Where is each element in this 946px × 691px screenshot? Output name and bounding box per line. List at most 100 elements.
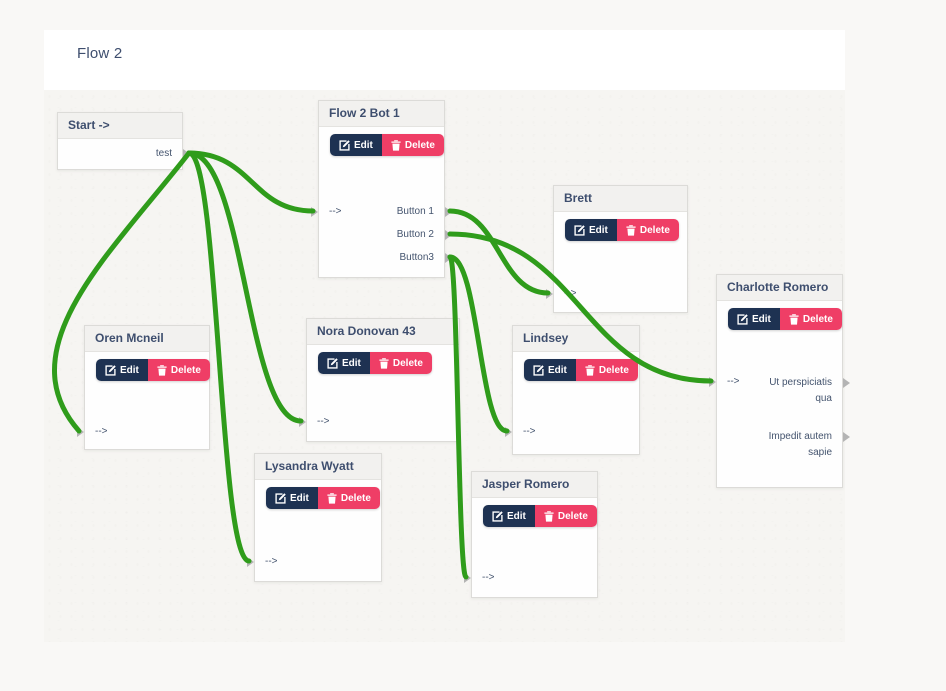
- edit-button-label: Edit: [752, 313, 771, 325]
- input-port-label: -->: [482, 572, 495, 583]
- node-title: Jasper Romero: [472, 472, 597, 498]
- delete-button-label: Delete: [392, 357, 423, 369]
- input-port-label: -->: [727, 376, 740, 387]
- connection-edge-bot1:out1-charlotte:in[interactable]: [447, 231, 714, 384]
- edit-button[interactable]: Edit: [565, 219, 617, 241]
- input-port-label: -->: [265, 556, 278, 567]
- flow-editor-header: Flow 2: [44, 30, 845, 91]
- edit-button-label: Edit: [290, 492, 309, 504]
- delete-button-label: Delete: [802, 313, 833, 325]
- trash-icon: [157, 364, 167, 376]
- edit-button[interactable]: Edit: [728, 308, 780, 330]
- node-title: Nora Donovan 43: [307, 319, 459, 345]
- output-port-arrow[interactable]: [843, 432, 850, 442]
- edit-button[interactable]: Edit: [483, 505, 535, 527]
- trash-icon: [379, 357, 389, 369]
- node-actions: Edit Delete: [524, 359, 638, 381]
- edit-button[interactable]: Edit: [330, 134, 382, 156]
- connection-edge-start:test-lysandra:in[interactable]: [186, 150, 252, 564]
- connection-edge-bot1:out2-jasper:in[interactable]: [447, 254, 469, 580]
- node-title: Flow 2 Bot 1: [319, 101, 444, 127]
- node-actions: Edit Delete: [728, 308, 842, 330]
- node-actions: Edit Delete: [266, 487, 380, 509]
- edit-button-label: Edit: [120, 364, 139, 376]
- node-actions: Edit Delete: [565, 219, 679, 241]
- delete-button[interactable]: Delete: [616, 219, 679, 241]
- edit-button-label: Edit: [354, 139, 373, 151]
- edit-button-label: Edit: [589, 224, 608, 236]
- connection-edge-bot1:out2-lindsey:in[interactable]: [447, 254, 510, 434]
- trash-icon: [626, 224, 636, 236]
- input-port-label: -->: [329, 206, 342, 217]
- node-actions: Edit Delete: [318, 352, 432, 374]
- connections-layer: [52, 150, 714, 580]
- input-port-label: -->: [95, 426, 108, 437]
- node-actions: Edit Delete: [96, 359, 210, 381]
- connection-edge-bot1:out0-brett:in[interactable]: [447, 208, 551, 296]
- delete-button-label: Delete: [557, 510, 588, 522]
- delete-button[interactable]: Delete: [147, 359, 210, 381]
- output-port-label: Button3: [399, 252, 434, 263]
- trash-icon: [789, 313, 799, 325]
- flow-node-nora[interactable]: Nora Donovan 43 Edit Delete -->: [299, 318, 460, 442]
- delete-button-label: Delete: [598, 364, 629, 376]
- delete-button[interactable]: Delete: [381, 134, 444, 156]
- node-actions: Edit Delete: [330, 134, 444, 156]
- edit-pencil-icon: [492, 510, 503, 522]
- edit-pencil-icon: [737, 313, 748, 325]
- delete-button-label: Delete: [170, 364, 201, 376]
- output-port-label: Button 2: [396, 229, 434, 240]
- node-title: Lysandra Wyatt: [255, 454, 381, 480]
- output-port-arrow[interactable]: [843, 378, 850, 388]
- delete-button-label: Delete: [639, 224, 670, 236]
- delete-button-label: Delete: [404, 139, 435, 151]
- edit-button-label: Edit: [548, 364, 567, 376]
- flow-node-start[interactable]: Start -> test: [57, 112, 190, 170]
- node-title: Start ->: [58, 113, 182, 139]
- trash-icon: [585, 364, 595, 376]
- trash-icon: [544, 510, 554, 522]
- node-actions: Edit Delete: [483, 505, 597, 527]
- node-title: Oren Mcneil: [85, 326, 209, 352]
- edit-button-label: Edit: [342, 357, 361, 369]
- connection-edge-start:test-nora:in[interactable]: [186, 150, 304, 424]
- delete-button-label: Delete: [340, 492, 371, 504]
- trash-icon: [391, 139, 401, 151]
- output-port-label: test: [155, 148, 172, 159]
- delete-button[interactable]: Delete: [534, 505, 597, 527]
- edit-pencil-icon: [533, 364, 544, 376]
- node-title: Brett: [554, 186, 687, 212]
- delete-button[interactable]: Delete: [779, 308, 842, 330]
- edit-button-label: Edit: [507, 510, 526, 522]
- edit-pencil-icon: [574, 224, 585, 236]
- edit-button[interactable]: Edit: [318, 352, 370, 374]
- connection-edge-start:test-bot1:in[interactable]: [186, 150, 316, 214]
- trash-icon: [327, 492, 337, 504]
- output-port-label: Impedit autem sapie: [768, 431, 832, 458]
- edit-pencil-icon: [105, 364, 116, 376]
- edit-button[interactable]: Edit: [266, 487, 318, 509]
- input-port-label: -->: [317, 416, 330, 427]
- delete-button[interactable]: Delete: [575, 359, 638, 381]
- output-port-label: Ut perspiciatis qua: [769, 377, 832, 404]
- edit-button[interactable]: Edit: [524, 359, 576, 381]
- delete-button[interactable]: Delete: [369, 352, 432, 374]
- edit-pencil-icon: [275, 492, 286, 504]
- input-port-label: -->: [523, 426, 536, 437]
- edit-button[interactable]: Edit: [96, 359, 148, 381]
- edit-pencil-icon: [327, 357, 338, 369]
- node-title: Charlotte Romero: [717, 275, 842, 301]
- connection-edge-start:test-oren:in[interactable]: [52, 150, 192, 434]
- delete-button[interactable]: Delete: [317, 487, 380, 509]
- page-title: Flow 2: [77, 45, 123, 62]
